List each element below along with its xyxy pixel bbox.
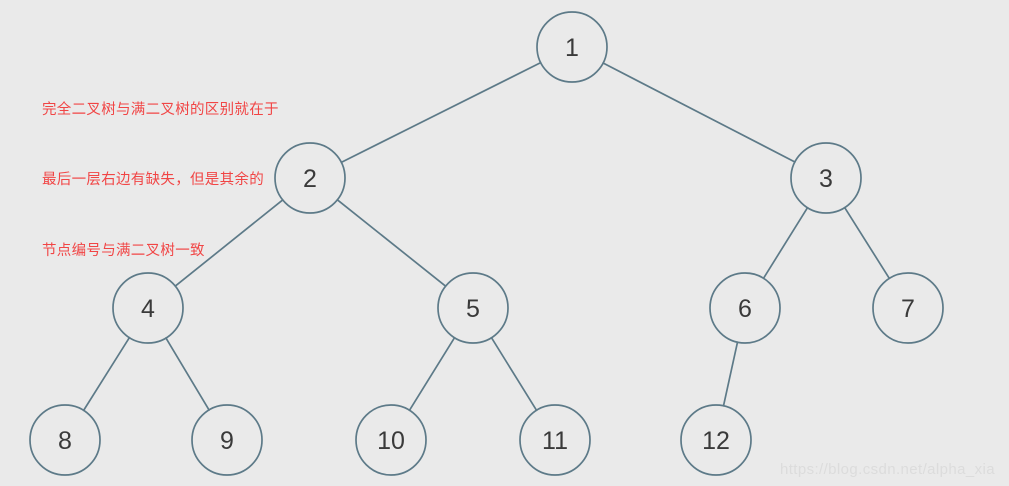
tree-edge-2-4 [174,199,284,287]
tree-node-label-9: 9 [220,427,234,455]
tree-edge-5-11 [490,336,538,412]
annotation-line-2: 最后一层右边有缺失，但是其余的 [42,172,264,189]
tree-node-label-1: 1 [565,34,579,62]
tree-node-label-11: 11 [542,427,568,455]
tree-node-circle-12 [680,404,752,476]
tree-node-12[interactable]: 12 [680,404,752,476]
tree-node-10[interactable]: 10 [355,404,427,476]
tree-node-6[interactable]: 6 [709,272,781,344]
tree-node-circle-9 [191,404,263,476]
tree-node-circle-2 [274,142,346,214]
watermark: https://blog.csdn.net/alpha_xia [779,461,995,478]
tree-edge-3-6 [762,206,809,280]
tree-node-label-6: 6 [738,295,752,323]
tree-node-label-3: 3 [819,165,833,193]
tree-node-1[interactable]: 1 [536,11,608,83]
tree-node-4[interactable]: 4 [112,272,184,344]
tree-node-5[interactable]: 5 [437,272,509,344]
tree-edge-4-9 [165,337,210,411]
tree-node-circle-11 [519,404,591,476]
tree-node-7[interactable]: 7 [872,272,944,344]
tree-node-circle-5 [437,272,509,344]
annotation-line-3: 节点编号与满二叉树一致 [42,242,205,259]
tree-node-circle-8 [29,404,101,476]
tree-edge-2-5 [336,198,447,288]
tree-edge-6-12 [722,341,739,407]
tree-node-circle-6 [709,272,781,344]
annotation-line-1: 完全二叉树与满二叉树的区别就在于 [42,101,279,118]
tree-edge-4-8 [82,336,131,412]
tree-edges-group [82,61,891,412]
tree-edge-5-10 [408,336,456,412]
tree-node-label-8: 8 [58,427,72,455]
tree-node-8[interactable]: 8 [29,404,101,476]
annotation-text: 完全二叉树与满二叉树的区别就在于 最后一层右边有缺失，但是其余的 节点编号与满二… [42,52,279,287]
tree-node-label-12: 12 [702,427,730,455]
tree-node-11[interactable]: 11 [519,404,591,476]
tree-node-2[interactable]: 2 [274,142,346,214]
tree-edge-1-3 [602,62,796,163]
tree-node-label-5: 5 [466,295,480,323]
tree-node-label-10: 10 [377,427,405,455]
tree-node-9[interactable]: 9 [191,404,263,476]
tree-node-circle-1 [536,11,608,83]
tree-node-circle-7 [872,272,944,344]
tree-node-label-2: 2 [303,165,317,193]
tree-node-circle-10 [355,404,427,476]
tree-node-3[interactable]: 3 [790,142,862,214]
tree-node-circle-4 [112,272,184,344]
tree-node-label-4: 4 [141,295,155,323]
tree-edge-3-7 [843,206,891,280]
tree-node-label-7: 7 [901,295,915,323]
tree-node-circle-3 [790,142,862,214]
tree-edge-1-2 [340,61,542,164]
